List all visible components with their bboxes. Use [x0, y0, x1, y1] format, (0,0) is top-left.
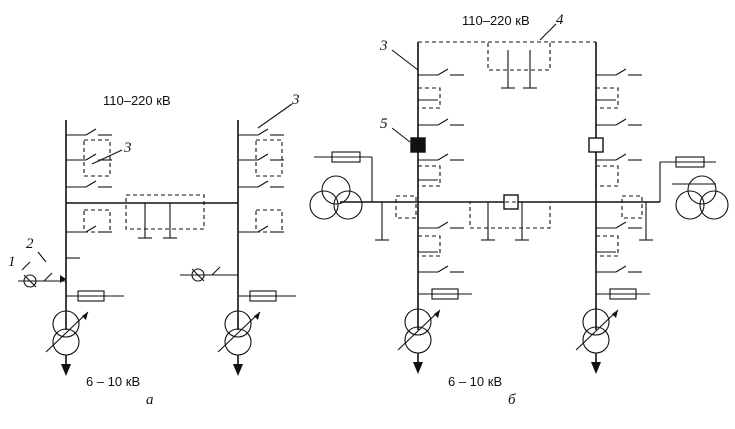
callout-3-a-right: 3	[291, 92, 300, 108]
diagram-b: 110–220 кВ 6 – 10 кВ б 3 4 5	[309, 12, 729, 408]
column-a-left	[18, 120, 124, 376]
callout-5: 5	[380, 116, 388, 132]
aux-right	[659, 156, 729, 220]
caption-a: а	[146, 392, 154, 408]
lv-bus-b	[340, 194, 660, 241]
callout-2: 2	[26, 236, 34, 252]
callout-4: 4	[556, 12, 564, 28]
column-b-right	[575, 42, 650, 374]
diagram-a: 110–220 кВ 6 – 10 кВ а 1 2 3 3	[8, 92, 300, 408]
caption-b: б	[508, 392, 516, 408]
column-a-right	[180, 120, 296, 376]
hv-label-left: 110–220 кВ	[103, 93, 171, 108]
callout-1: 1	[8, 254, 16, 270]
lv-label-left: 6 – 10 кВ	[86, 374, 140, 389]
callout-3-b: 3	[379, 38, 388, 54]
column-b-left	[397, 42, 472, 374]
hv-label-right: 110–220 кВ	[462, 13, 530, 28]
aux-left	[309, 151, 373, 220]
bus-tie-a	[66, 194, 238, 239]
callout-3-a-left: 3	[123, 140, 132, 156]
lv-label-right: 6 – 10 кВ	[448, 374, 502, 389]
